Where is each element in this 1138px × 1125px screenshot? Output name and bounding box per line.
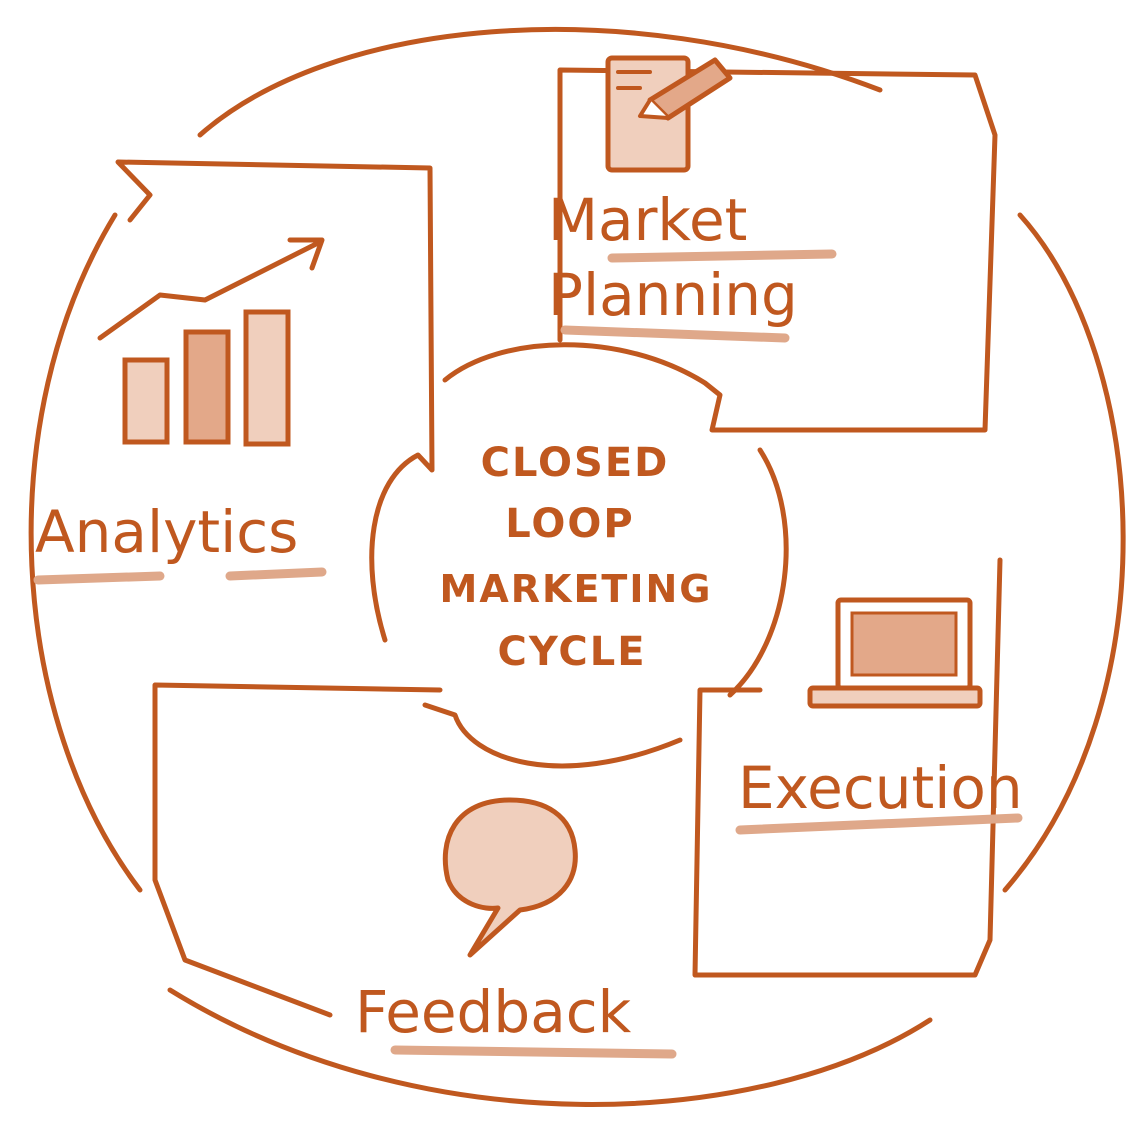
- center-line-3: MARKETING: [440, 567, 713, 611]
- market-planning-label-2: Planning: [548, 261, 798, 329]
- center-line-1: CLOSED: [481, 440, 670, 486]
- stage-execution: Execution: [735, 597, 1023, 835]
- outer-loop: [28, 27, 1126, 1107]
- analytics-label: Analytics: [35, 498, 298, 566]
- arrow-bottom-right: [692, 447, 1003, 978]
- center-title: CLOSED LOOP MARKETING CYCLE: [440, 440, 713, 675]
- market-planning-label-1: Market: [548, 186, 747, 254]
- center-line-4: CYCLE: [497, 629, 646, 675]
- center-line-2: LOOP: [505, 501, 634, 547]
- stage-analytics: Analytics: [33, 237, 327, 585]
- analytics-underline-1: [33, 571, 165, 585]
- laptop-icon: [807, 597, 983, 709]
- market-planning-underline-2: [560, 325, 790, 343]
- speech-bubble-icon: [442, 797, 578, 958]
- analytics-underline-2: [225, 567, 327, 581]
- execution-underline: [735, 813, 1023, 835]
- bar-chart-trend-icon: [97, 237, 325, 447]
- stage-market-planning: Market Planning: [548, 55, 837, 343]
- arrow-bottom-left: [152, 682, 683, 1018]
- arrow-top-left: [115, 159, 435, 643]
- market-planning-underline-1: [607, 249, 837, 263]
- arrow-top-right: [442, 67, 998, 433]
- feedback-label: Feedback: [355, 978, 632, 1046]
- document-pencil-icon: [605, 55, 733, 173]
- stage-feedback: Feedback: [355, 797, 677, 1059]
- execution-label: Execution: [738, 754, 1023, 822]
- feedback-underline: [390, 1045, 677, 1059]
